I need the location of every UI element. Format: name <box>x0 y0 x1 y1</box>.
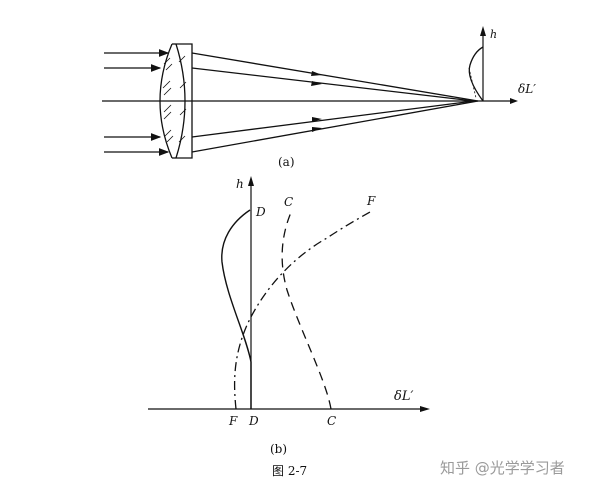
axis-h-label-a: h <box>490 28 497 41</box>
curve-label-f-bottom: F <box>228 414 238 428</box>
h-axis-a-arrow <box>480 26 486 36</box>
axis-dl-label-a: δL′ <box>518 82 536 96</box>
figure-title: 图 2-7 <box>272 464 307 478</box>
converging-rays <box>191 52 479 153</box>
curve-f <box>233 211 371 410</box>
watermark: 知乎 @光学学习者 <box>440 459 565 477</box>
figure-a: h δL′ (a) <box>102 26 536 169</box>
axis-h-label-b: h <box>236 177 244 191</box>
axis-arrow-head <box>510 98 518 104</box>
doublet-lens <box>159 43 193 159</box>
curve-label-c-bottom: C <box>327 414 336 428</box>
ray-direction-arrows <box>311 71 322 132</box>
curve-dashed-a <box>468 67 477 99</box>
spherical-aberration-curve-a <box>468 46 484 102</box>
curve-label-f-top: F <box>366 194 376 208</box>
caption-b: (b) <box>270 442 287 456</box>
incoming-rays <box>104 49 170 156</box>
curve-label-d-bottom: D <box>248 414 259 428</box>
caption-a: (a) <box>278 155 295 169</box>
h-axis-b-arrow <box>248 176 254 186</box>
dl-axis-b-arrow <box>420 406 430 412</box>
figure-b: h δL′ D C F F D C (b) <box>148 176 430 456</box>
curve-c <box>281 209 332 410</box>
curve-d <box>221 209 252 409</box>
curve-label-d-top: D <box>255 205 266 219</box>
curve-label-c-top: C <box>284 195 293 209</box>
axis-dl-label-b: δL′ <box>394 389 413 404</box>
